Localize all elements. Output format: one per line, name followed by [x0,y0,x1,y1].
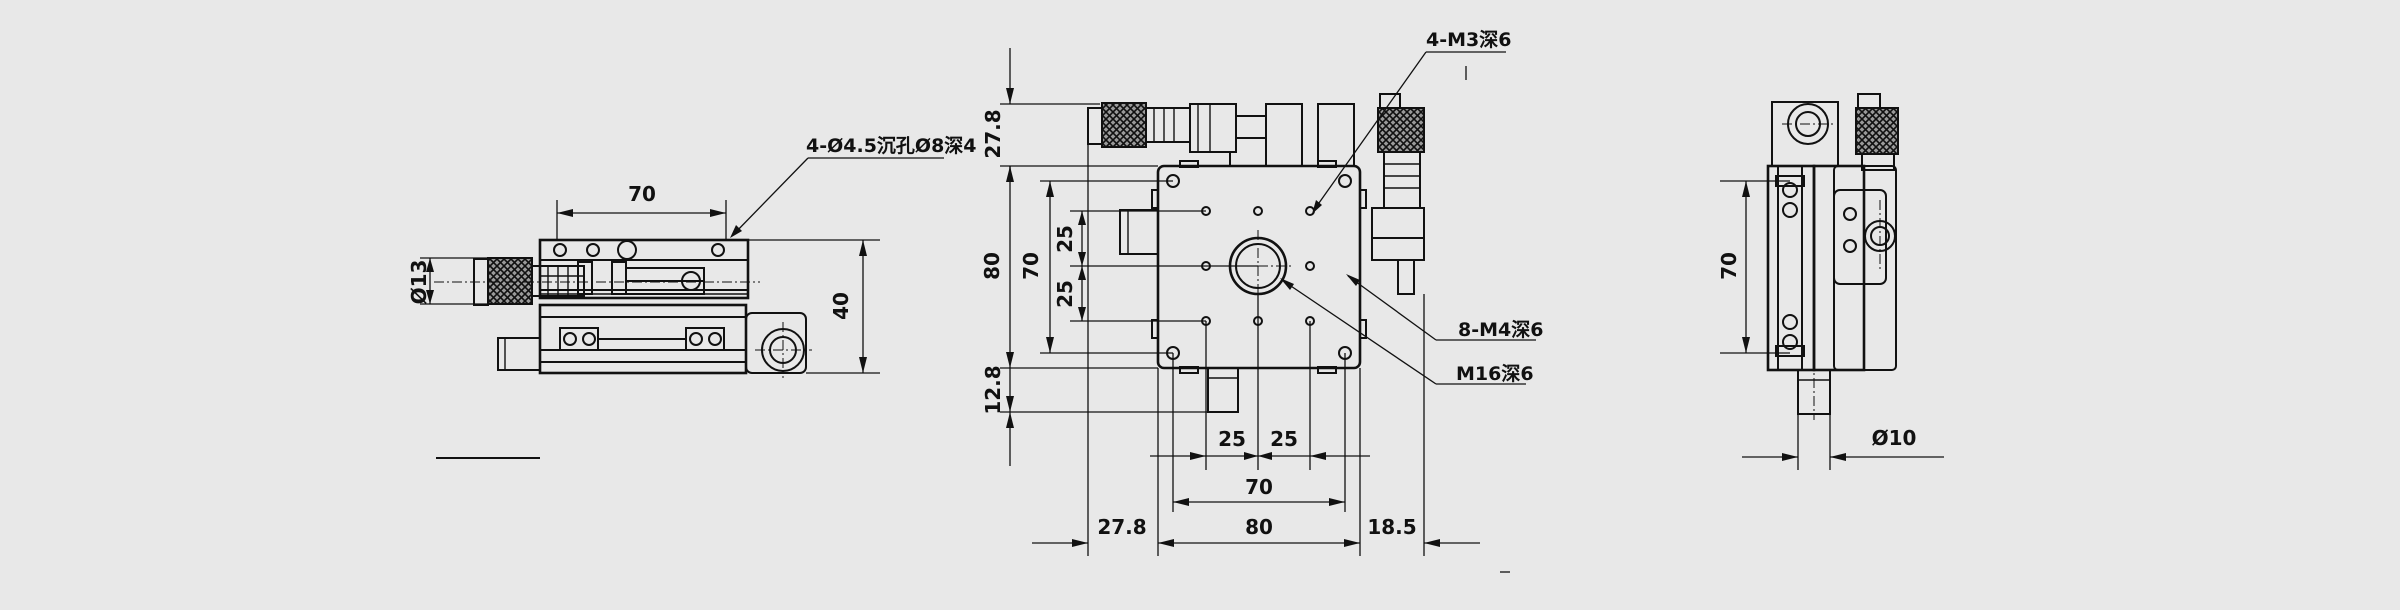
front-bottom-offset-label: 12.8 [981,365,1005,414]
front-m16-label: M16深6 [1456,362,1534,385]
front-width-70-label: 70 [1245,475,1273,499]
front-top-micrometer [1087,102,1355,167]
left-knob-dia-label: Ø13 [407,260,431,305]
left-upper-stage [538,238,750,300]
left-view: 70 40 Ø13 4-Ø4.5沉孔Ø8深4 [407,134,977,459]
left-holes-label: 4-Ø4.5沉孔Ø8深4 [806,134,977,157]
right-dia-label: Ø10 [1872,426,1917,450]
front-dimension-vertical-25s: 25 25 [1053,211,1086,321]
front-height-80-label: 80 [980,252,1004,280]
front-dimension-bottom-12-8: 12.8 [981,365,1014,466]
front-thread-callout: 4-M3深6 [1312,28,1511,214]
front-m16-callout: M16深6 [1280,278,1534,385]
front-left-offset-label: 27.8 [1097,515,1146,539]
front-width-80-label: 80 [1245,515,1273,539]
front-dimension-height-70: 70 [1019,181,1054,353]
front-right-offset-label: 18.5 [1367,515,1416,539]
left-width-label: 70 [628,182,656,206]
left-dimension-knob-dia: Ø13 [407,257,488,305]
right-height-label: 70 [1717,252,1741,280]
front-view: 27.8 80 70 25 25 [980,28,1543,573]
left-dimension-height-40: 40 [748,239,880,374]
front-top-offset-label: 27.8 [981,109,1005,158]
right-dimension-height-70: 70 [1717,180,1790,354]
front-top-thread-label: 4-M3深6 [1426,28,1511,51]
front-height-70-label: 70 [1019,252,1043,280]
front-dimension-height-80: 80 [980,166,1014,368]
front-m4-label: 8-M4深6 [1458,318,1543,341]
front-lower-25-label: 25 [1053,280,1077,308]
front-upper-25-label: 25 [1053,225,1077,253]
front-dimension-bottom-25s: 25 25 [1150,427,1370,460]
front-dimension-width-70: 70 [1173,475,1345,506]
front-dimension-bottom-row: 27.8 80 18.5 [1032,515,1480,547]
front-m4-callout: 8-M4深6 [1346,274,1543,341]
right-view: 70 Ø10 [1717,93,1944,470]
right-dimension-dia: Ø10 [1742,414,1944,470]
front-dimension-top-27-8: 27.8 [981,48,1014,180]
front-bottom-left-25-label: 25 [1218,427,1246,451]
left-lower-knob [497,312,812,378]
left-holes-callout: 4-Ø4.5沉孔Ø8深4 [730,134,977,238]
left-dimension-width-70: 70 [556,182,727,240]
front-bottom-right-25-label: 25 [1270,427,1298,451]
left-height-label: 40 [829,292,853,320]
left-lower-stage [538,303,748,375]
